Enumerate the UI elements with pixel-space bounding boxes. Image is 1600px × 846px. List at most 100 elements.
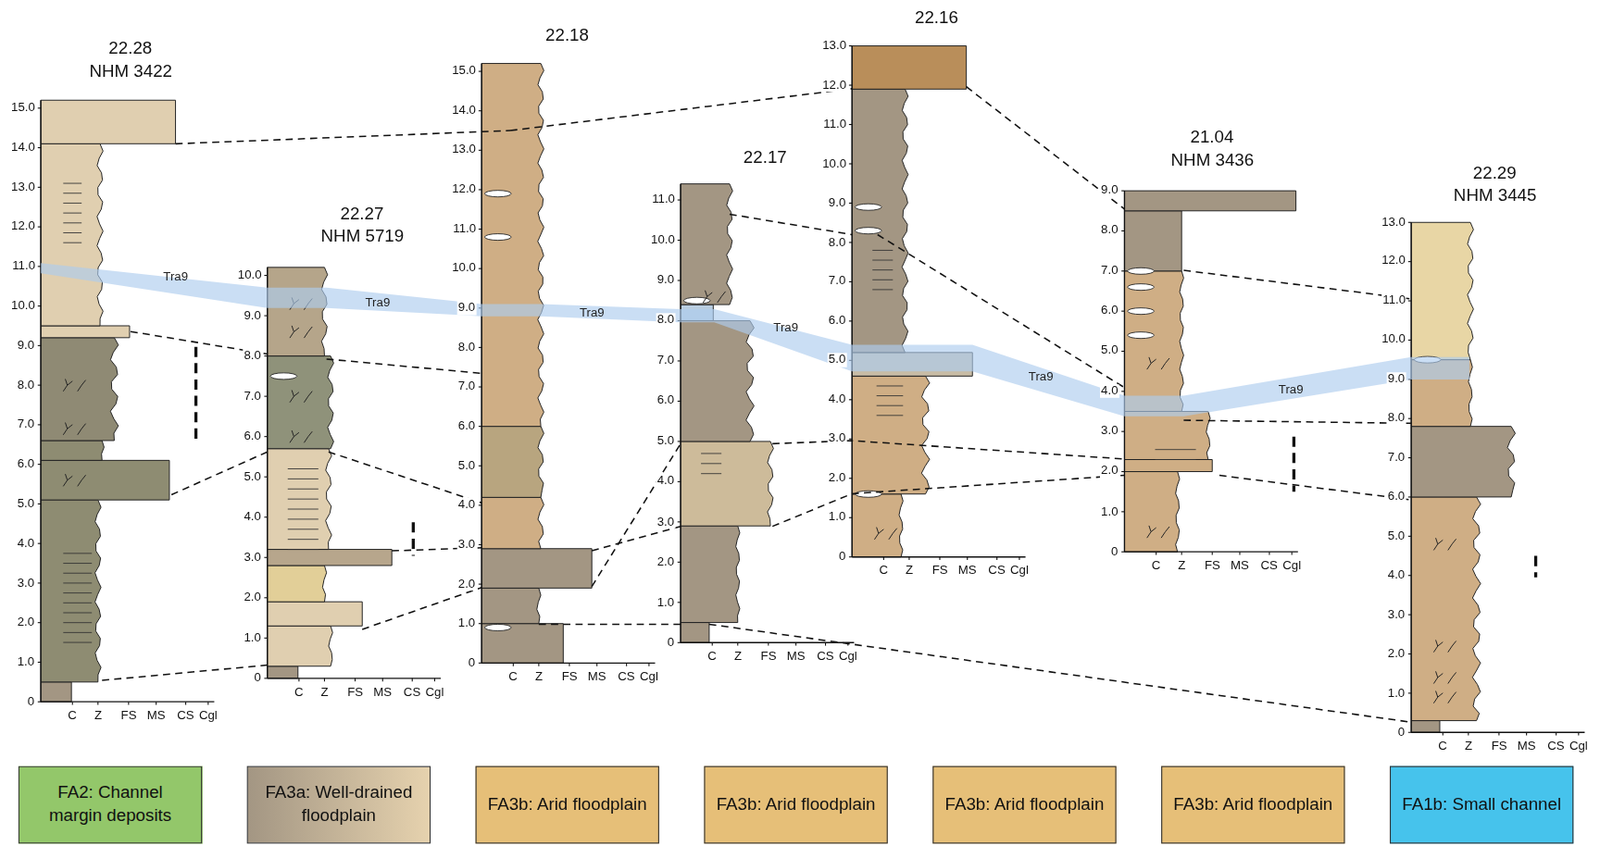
grain-size-label: C	[66, 709, 78, 724]
sediment-bed	[267, 449, 332, 550]
grain-size-label: CS	[175, 709, 196, 724]
depth-label: 9.0	[827, 196, 848, 211]
axis-tick	[298, 678, 300, 682]
axis-tick	[1121, 350, 1125, 352]
correlation-line	[877, 234, 1125, 388]
depth-label: 2.0	[1387, 647, 1407, 662]
depth-label: 2.0	[1100, 464, 1120, 479]
depth-label: 2.0	[827, 471, 848, 486]
axis-tick	[795, 642, 797, 646]
correlation-line	[729, 213, 852, 235]
axis-tick	[677, 521, 681, 523]
axis-tick	[1577, 732, 1579, 736]
depth-label: 7.0	[827, 275, 848, 289]
grain-size-label: C	[877, 563, 889, 578]
depth-label: 4.0	[656, 475, 676, 489]
lamination-mark	[872, 250, 893, 251]
depth-label: 9.0	[656, 273, 676, 288]
axis-tick	[1121, 431, 1125, 433]
depth-label: 0	[467, 656, 477, 671]
depth-label: 2.0	[16, 615, 37, 630]
correlation-line	[175, 130, 511, 144]
correlation-line	[1219, 475, 1412, 500]
depth-label: 3.0	[656, 514, 676, 529]
correlation-line	[772, 475, 1125, 527]
grain-size-label: Cgl	[1281, 559, 1302, 574]
axis-tick	[37, 305, 41, 307]
depth-label: 11.0	[11, 259, 37, 274]
axis-tick	[849, 45, 852, 47]
grain-size-label: FS	[1203, 559, 1222, 574]
axis-tick	[1408, 339, 1412, 341]
depth-label: 10.0	[1380, 333, 1407, 348]
axis-tick	[207, 701, 209, 705]
root-trace-symbol	[1433, 639, 1456, 652]
lamination-mark	[62, 222, 82, 224]
sediment-bed	[851, 88, 909, 353]
column-title: 22.27	[340, 203, 385, 225]
sediment-bed	[481, 587, 541, 624]
depth-label: 0	[837, 550, 848, 564]
lamination-mark	[62, 592, 92, 594]
correlation-line	[1183, 420, 1412, 424]
axis-tick	[263, 396, 267, 398]
depth-label: 11.0	[1381, 293, 1407, 308]
axis-tick	[382, 678, 384, 682]
root-trace-symbol	[62, 474, 86, 487]
axis-tick	[1121, 270, 1125, 272]
axis-tick	[434, 678, 436, 682]
depth-label: 3.0	[457, 537, 477, 552]
grain-size-label: Cgl	[1009, 563, 1030, 578]
grain-size-label: Z	[319, 686, 329, 700]
depth-label: 4.0	[457, 498, 477, 513]
grain-size-label: CS	[616, 670, 637, 685]
column-title: 22.16	[914, 8, 959, 29]
lamination-mark	[62, 573, 92, 575]
axis-tick	[1121, 511, 1125, 513]
axis-tick	[596, 662, 598, 666]
depth-label: 5.0	[1100, 344, 1120, 359]
axis-tick	[677, 360, 681, 362]
grain-size-label: Z	[534, 670, 544, 685]
axis-tick	[849, 124, 852, 125]
lamination-mark	[287, 478, 319, 480]
axis-tick	[1291, 551, 1293, 555]
depth-label: 8.0	[1387, 411, 1407, 425]
grain-size-label: CS	[1259, 559, 1279, 574]
sediment-bed	[1124, 190, 1296, 212]
axis-tick	[185, 701, 187, 705]
correlation-line	[591, 443, 681, 587]
axis-tick	[825, 642, 826, 646]
depth-label: 9.0	[1100, 183, 1120, 198]
sediment-bed	[680, 320, 754, 441]
depth-label: 1.0	[656, 595, 676, 610]
sediment-bed	[40, 337, 119, 441]
depth-label: 12.0	[821, 77, 848, 92]
lamination-mark	[1155, 449, 1197, 450]
axis-tick	[1408, 692, 1412, 694]
axis-tick	[127, 701, 129, 705]
column-title: 21.04	[1190, 127, 1235, 149]
depth-label: 4.0	[16, 536, 37, 550]
depth-label: 5.0	[1387, 529, 1407, 544]
lamination-mark	[62, 242, 82, 244]
axis-tick	[478, 465, 482, 467]
axis-tick	[1408, 536, 1412, 538]
axis-tick	[478, 662, 482, 664]
grain-size-label: Z	[904, 563, 914, 578]
axis-tick	[849, 162, 852, 164]
depth-label: 14.0	[450, 103, 477, 118]
depth-label: 4.0	[1100, 384, 1120, 399]
axis-tick	[849, 202, 852, 204]
depth-label: 7.0	[457, 379, 477, 394]
lamination-mark	[62, 552, 92, 554]
axis-tick	[1467, 732, 1469, 736]
axis-tick	[849, 84, 852, 86]
lens-symbol	[270, 373, 298, 380]
depth-label: 10.0	[237, 268, 263, 283]
root-trace-symbol	[62, 379, 86, 392]
sediment-bed	[851, 494, 903, 558]
facies-box: FA1b: Small channel	[1389, 766, 1574, 845]
depth-label: 7.0	[1100, 263, 1120, 278]
